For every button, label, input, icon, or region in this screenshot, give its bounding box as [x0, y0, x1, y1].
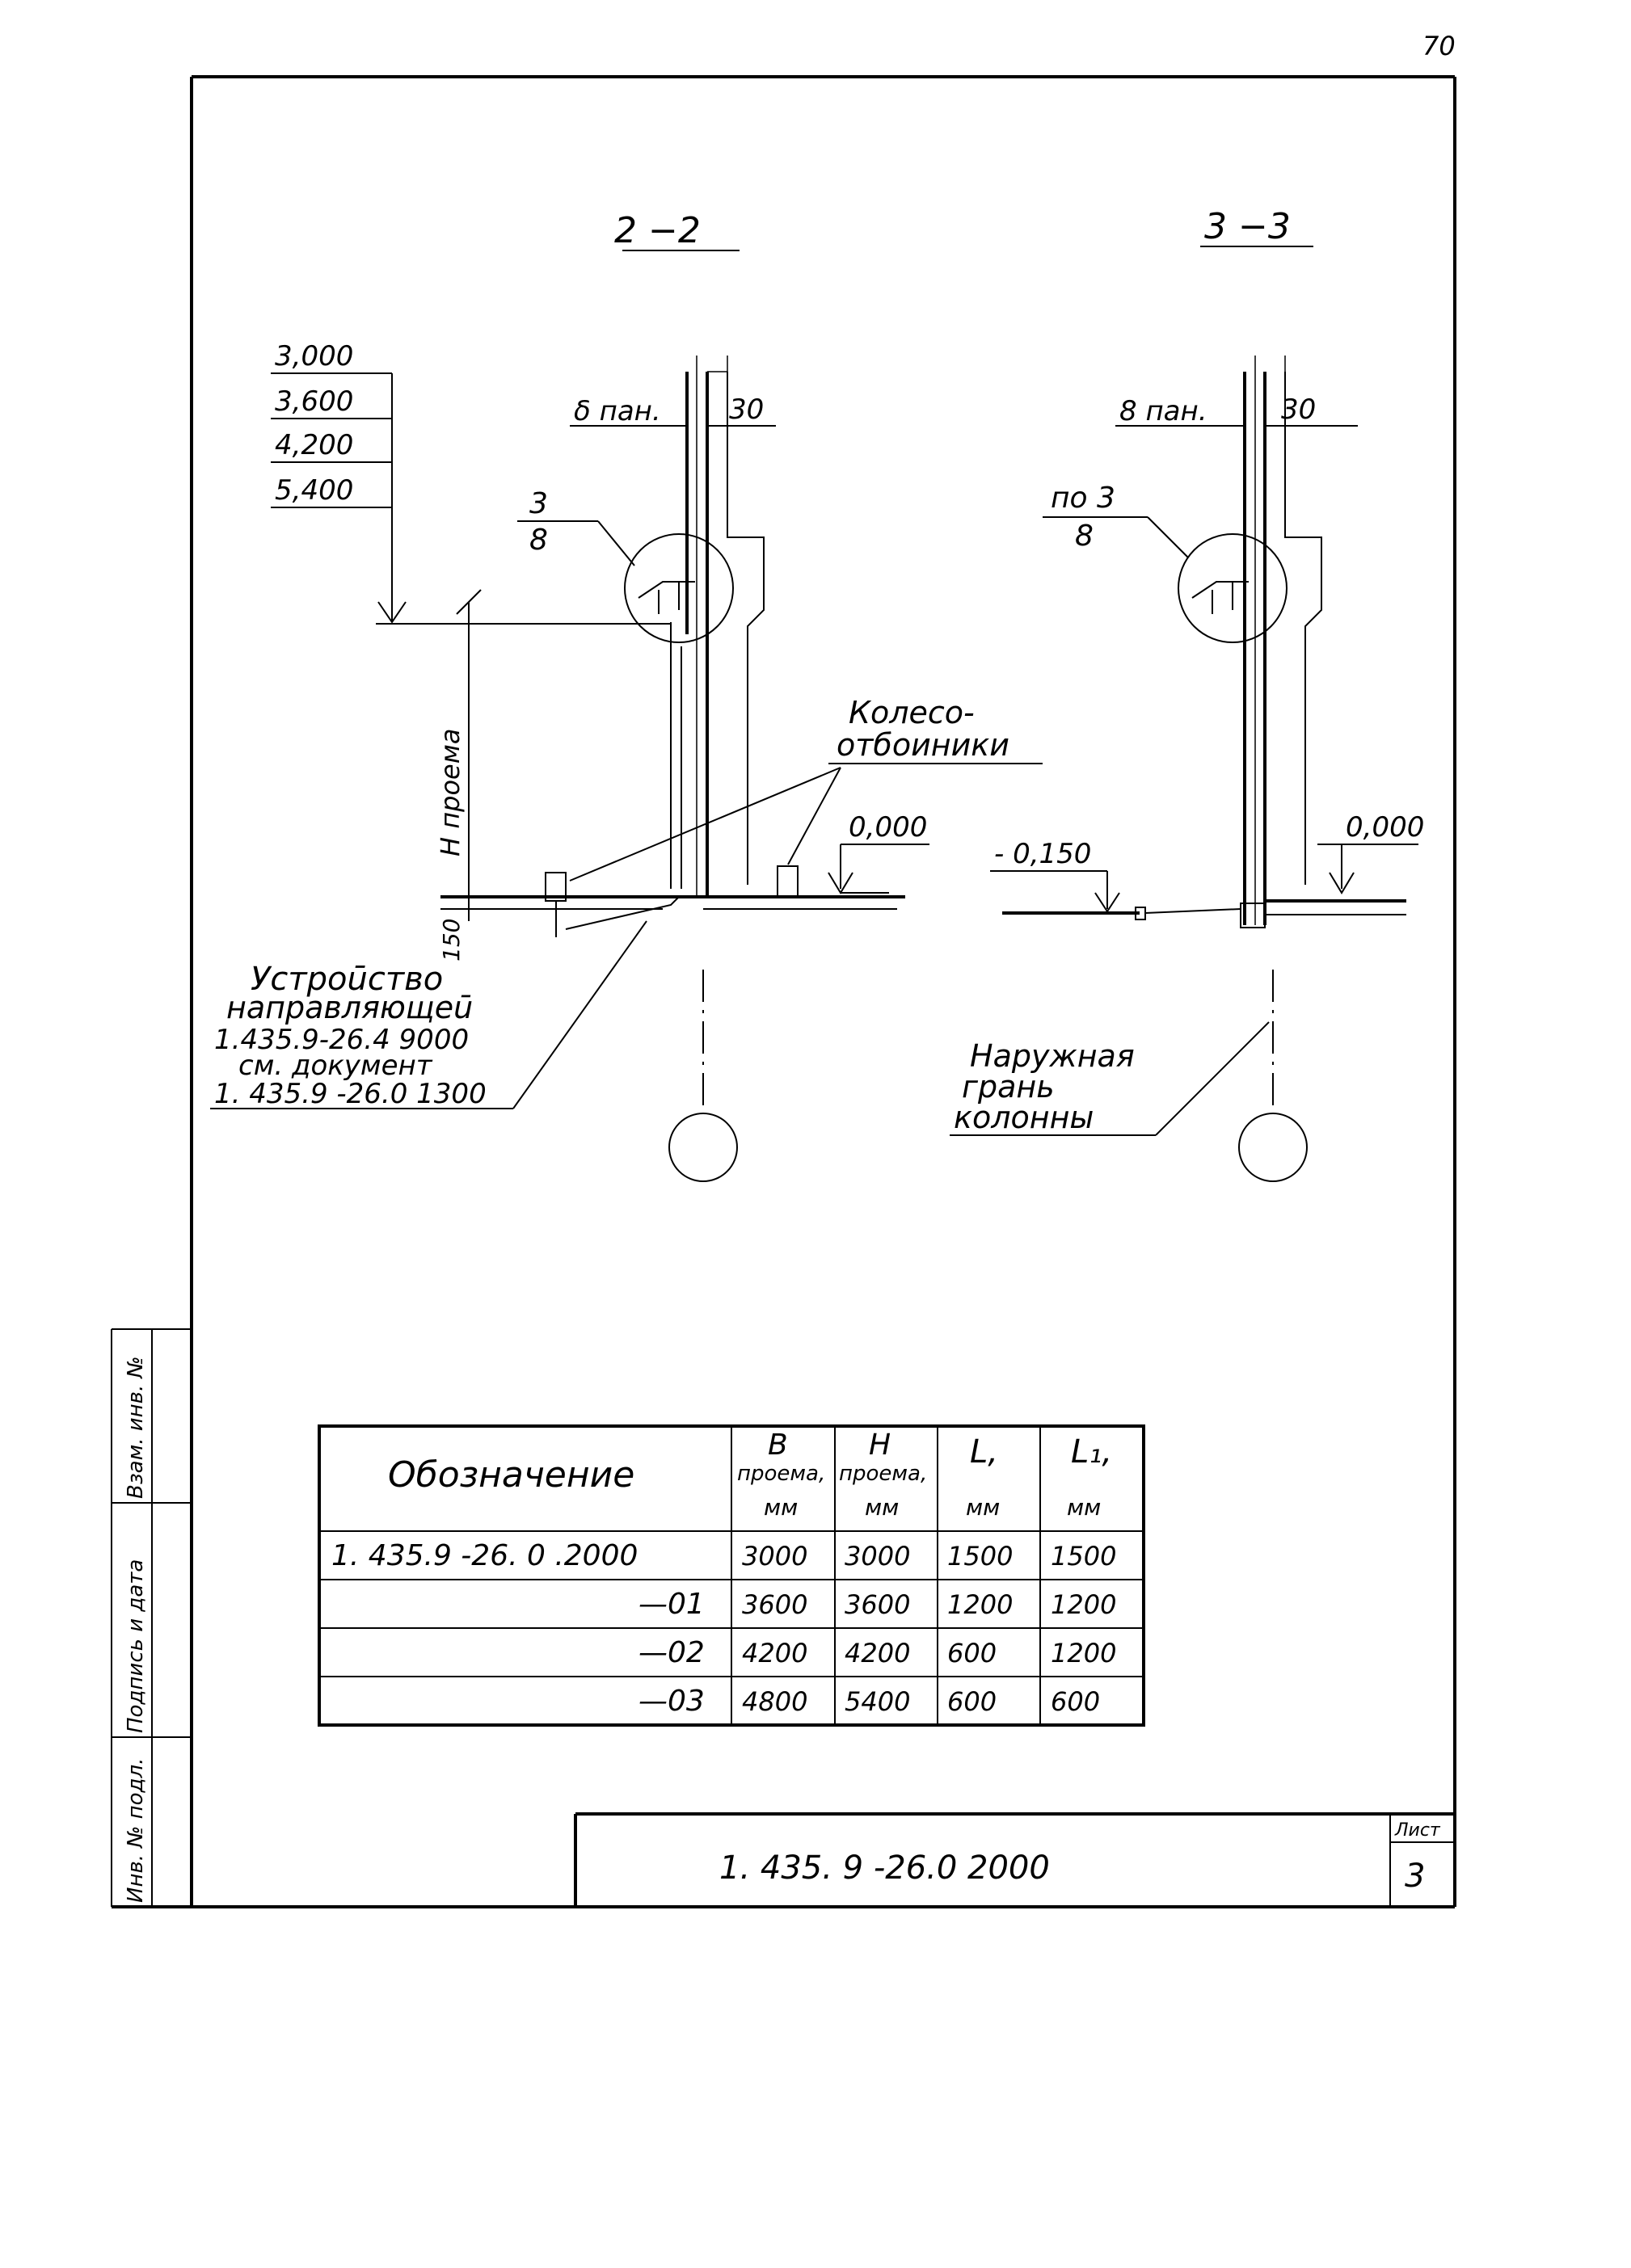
- dim-150: 150: [438, 919, 465, 961]
- panel-label: 8 пан.: [1119, 395, 1207, 427]
- panel-label: δ пан.: [574, 395, 661, 427]
- table-cell-l1: 1200: [1051, 1638, 1116, 1668]
- dim-30: 30: [729, 393, 764, 426]
- facade-label: колонны: [954, 1100, 1094, 1135]
- facade-label: Наружная: [970, 1038, 1135, 1074]
- callout-number: по 3: [1051, 482, 1115, 515]
- sheet-number-top: 70: [1422, 31, 1456, 61]
- table-cell-b: 3600: [742, 1589, 807, 1620]
- table-cell-b: 4200: [742, 1638, 807, 1668]
- guide-label: см. документ: [238, 1050, 433, 1082]
- table-cell-h: 3000: [845, 1541, 910, 1572]
- sheet-value: 3: [1405, 1858, 1425, 1895]
- level-label: 4,200: [275, 429, 353, 461]
- level-label: 5,400: [275, 474, 353, 507]
- stamp-signature-date: Подпись и дата: [124, 1559, 148, 1733]
- table-header-l-unit: мм: [966, 1494, 1000, 1521]
- table-cell-h: 3600: [845, 1589, 910, 1620]
- wheel-guard-label-2: отбоиники: [837, 727, 1009, 763]
- table-cell-designation: —02: [638, 1636, 705, 1669]
- sheet-label: Лист: [1394, 1820, 1441, 1841]
- table-cell-designation: —03: [638, 1685, 705, 1718]
- dim-30: 30: [1281, 393, 1316, 426]
- facade-label: грань: [962, 1069, 1055, 1105]
- title-block: 1. 435. 9 -26.0 2000 Лист 3: [574, 1812, 1455, 1907]
- callout-sheet: 8: [529, 524, 548, 557]
- wheel-guard-label-1: Колесо-: [849, 695, 975, 730]
- table-header-h-unit: мм: [865, 1494, 899, 1521]
- table-cell-h: 4200: [845, 1638, 910, 1668]
- table-cell-l: 600: [947, 1638, 997, 1668]
- table-header-b-unit: мм: [764, 1494, 798, 1521]
- drawing-frame: [112, 75, 1456, 1908]
- table-cell-b: 4800: [742, 1686, 807, 1717]
- side-stamp: Инв. № подл. Подпись и дата Взам. инв. №: [111, 1328, 192, 1907]
- table-header-l1: L₁,: [1071, 1433, 1112, 1471]
- section-2-2: 2 −2 3,000 3,600 4,200 5,400 δ пан. 30 3: [210, 210, 1043, 1182]
- level-minus: - 0,150: [994, 838, 1091, 870]
- level-zero: 0,000: [1346, 811, 1424, 844]
- table-cell-h: 5400: [845, 1686, 910, 1717]
- table-header-l1-unit: мм: [1067, 1494, 1101, 1521]
- level-zero: 0,000: [849, 811, 927, 844]
- opening-table: Обозначение B проема, мм H проема, мм L,…: [318, 1424, 1145, 1727]
- guide-label: Устроūство: [251, 961, 443, 998]
- table-cell-l1: 600: [1051, 1686, 1100, 1717]
- guide-label: направляющеū: [226, 990, 473, 1025]
- stamp-vzam-inv: Взам. инв. №: [124, 1356, 148, 1499]
- table-cell-l1: 1200: [1051, 1589, 1116, 1620]
- table-header-h-sub: проема,: [839, 1462, 927, 1486]
- section-3-3: 3 −3 8 пан. 30 по 3 8 - 0,150 0,000: [950, 206, 1424, 1182]
- table-header-b-sub: проема,: [737, 1462, 825, 1486]
- document-code: 1. 435. 9 -26.0 2000: [719, 1849, 1050, 1887]
- table-header-designation: Обозначение: [388, 1454, 634, 1496]
- table-cell-b: 3000: [742, 1541, 807, 1572]
- table-header-l: L,: [970, 1433, 998, 1471]
- opening-height-label: H проема: [435, 729, 466, 856]
- guide-label: 1. 435.9 -26.0 1300: [214, 1078, 487, 1110]
- table-header-h: H: [869, 1429, 891, 1462]
- level-label: 3,000: [275, 340, 353, 372]
- guide-label: 1.435.9-26.4 9000: [214, 1024, 469, 1056]
- callout-number: 3: [529, 487, 548, 520]
- table-cell-l: 1200: [947, 1589, 1013, 1620]
- stamp-inv-podl: Инв. № подл.: [124, 1758, 148, 1903]
- section-3-title: 3 −3: [1204, 206, 1291, 247]
- table-cell-designation: 1. 435.9 -26. 0 .2000: [331, 1539, 638, 1572]
- table-cell-l1: 1500: [1051, 1541, 1116, 1572]
- level-label: 3,600: [275, 385, 353, 418]
- table-cell-designation: —01: [638, 1588, 705, 1621]
- section-2-title: 2 −2: [614, 210, 701, 251]
- table-cell-l: 600: [947, 1686, 997, 1717]
- table-cell-l: 1500: [947, 1541, 1013, 1572]
- table-header-b: B: [768, 1429, 788, 1462]
- callout-sheet: 8: [1075, 520, 1094, 553]
